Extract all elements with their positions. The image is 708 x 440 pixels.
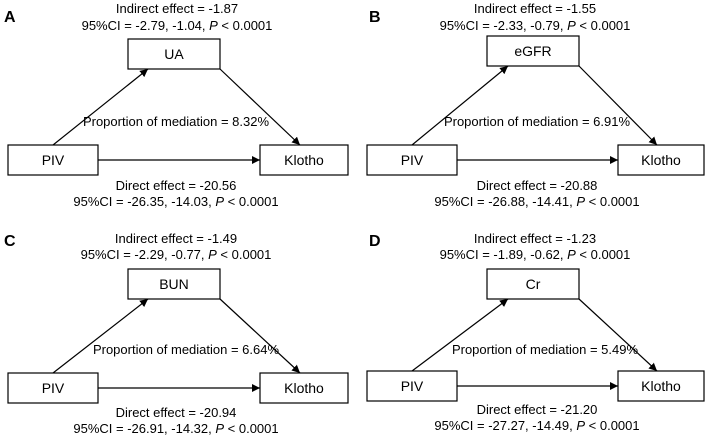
exposure-to-mediator-arrow: [52, 68, 149, 146]
outcome-label: Klotho: [284, 152, 324, 168]
panel-letter: D: [369, 233, 381, 250]
indirect-p-symbol: P: [209, 18, 218, 33]
indirect-ci-text: 95%CI = -2.29, -0.77,: [81, 247, 209, 262]
exposure-box: [7, 372, 99, 404]
mediator-label: BUN: [159, 276, 189, 292]
mediator-label: Cr: [526, 276, 541, 292]
mediator-to-outcome-arrow: [578, 298, 658, 372]
proportion-label: Proportion of mediation = 6.64%: [93, 342, 280, 357]
proportion-label: Proportion of mediation = 8.32%: [83, 114, 270, 129]
direct-p-symbol: P: [576, 418, 585, 433]
exposure-to-mediator-arrow: [411, 65, 509, 146]
mediator-box: [127, 38, 221, 70]
direct-effect-label: Direct effect = -20.56: [116, 178, 237, 193]
direct-p-value: < 0.0001: [585, 418, 640, 433]
mediator-label: eGFR: [514, 43, 551, 59]
direct-ci-label: 95%CI = -26.91, -14.32, P < 0.0001: [73, 421, 278, 435]
indirect-ci-label: 95%CI = -1.89, -0.62, P < 0.0001: [440, 247, 631, 262]
direct-p-value: < 0.0001: [585, 194, 640, 209]
direct-ci-text: 95%CI = -26.91, -14.32,: [73, 421, 215, 435]
mediator-box: [127, 268, 221, 300]
panel-d: D Indirect effect = -1.23 95%CI = -1.89,…: [366, 231, 705, 433]
direct-ci-label: 95%CI = -26.88, -14.41, P < 0.0001: [434, 194, 639, 209]
direct-ci-text: 95%CI = -26.35, -14.03,: [73, 194, 215, 209]
indirect-p-symbol: P: [208, 247, 217, 262]
direct-p-symbol: P: [215, 194, 224, 209]
indirect-ci-label: 95%CI = -2.33, -0.79, P < 0.0001: [440, 18, 631, 33]
outcome-box: [617, 144, 705, 176]
direct-p-symbol: P: [215, 421, 224, 435]
exposure-label: PIV: [401, 152, 424, 168]
direct-ci-text: 95%CI = -26.88, -14.41,: [434, 194, 576, 209]
panel-letter: B: [369, 9, 381, 26]
exposure-box: [366, 370, 458, 402]
outcome-label: Klotho: [284, 380, 324, 396]
panel-b: B Indirect effect = -1.55 95%CI = -2.33,…: [366, 1, 705, 209]
direct-p-value: < 0.0001: [224, 194, 279, 209]
panel-a: A Indirect effect = -1.87 95%CI = -2.79,…: [4, 1, 349, 209]
exposure-label: PIV: [401, 378, 424, 394]
indirect-ci-text: 95%CI = -2.33, -0.79,: [440, 18, 568, 33]
indirect-ci-text: 95%CI = -2.79, -1.04,: [82, 18, 210, 33]
indirect-p-symbol: P: [567, 247, 576, 262]
indirect-ci-label: 95%CI = -2.79, -1.04, P < 0.0001: [82, 18, 273, 33]
indirect-p-value: < 0.0001: [576, 247, 631, 262]
outcome-label: Klotho: [641, 152, 681, 168]
indirect-p-value: < 0.0001: [576, 18, 631, 33]
mediator-box: [486, 268, 580, 300]
outcome-box: [259, 144, 349, 176]
direct-ci-label: 95%CI = -27.27, -14.49, P < 0.0001: [434, 418, 639, 433]
exposure-to-mediator-arrow: [52, 298, 149, 374]
exposure-to-mediator-arrow: [411, 298, 509, 372]
direct-effect-label: Direct effect = -20.94: [116, 405, 237, 420]
indirect-effect-label: Indirect effect = -1.49: [115, 231, 237, 246]
indirect-p-symbol: P: [567, 18, 576, 33]
panel-letter: A: [4, 9, 16, 26]
mediator-label: UA: [164, 46, 184, 62]
mediator-to-outcome-arrow: [219, 298, 301, 374]
indirect-effect-label: Indirect effect = -1.87: [116, 1, 238, 16]
mediator-to-outcome-arrow: [219, 68, 301, 146]
exposure-label: PIV: [42, 152, 65, 168]
panel-c: C Indirect effect = -1.49 95%CI = -2.29,…: [4, 231, 349, 436]
outcome-box: [617, 370, 705, 402]
direct-effect-label: Direct effect = -21.20: [477, 402, 598, 417]
outcome-box: [259, 372, 349, 404]
panel-letter: C: [4, 233, 16, 250]
indirect-effect-label: Indirect effect = -1.23: [474, 231, 596, 246]
direct-effect-label: Direct effect = -20.88: [477, 178, 598, 193]
exposure-label: PIV: [42, 380, 65, 396]
proportion-label: Proportion of mediation = 6.91%: [444, 114, 631, 129]
exposure-box: [7, 144, 99, 176]
indirect-effect-label: Indirect effect = -1.55: [474, 1, 596, 16]
mediator-to-outcome-arrow: [578, 65, 658, 146]
direct-p-value: < 0.0001: [224, 421, 279, 435]
mediator-box: [486, 35, 580, 67]
indirect-ci-label: 95%CI = -2.29, -0.77, P < 0.0001: [81, 247, 272, 262]
proportion-label: Proportion of mediation = 5.49%: [452, 342, 639, 357]
direct-ci-label: 95%CI = -26.35, -14.03, P < 0.0001: [73, 194, 278, 209]
outcome-label: Klotho: [641, 378, 681, 394]
direct-p-symbol: P: [576, 194, 585, 209]
indirect-ci-text: 95%CI = -1.89, -0.62,: [440, 247, 568, 262]
indirect-p-value: < 0.0001: [218, 18, 273, 33]
direct-ci-text: 95%CI = -27.27, -14.49,: [434, 418, 576, 433]
indirect-p-value: < 0.0001: [217, 247, 272, 262]
